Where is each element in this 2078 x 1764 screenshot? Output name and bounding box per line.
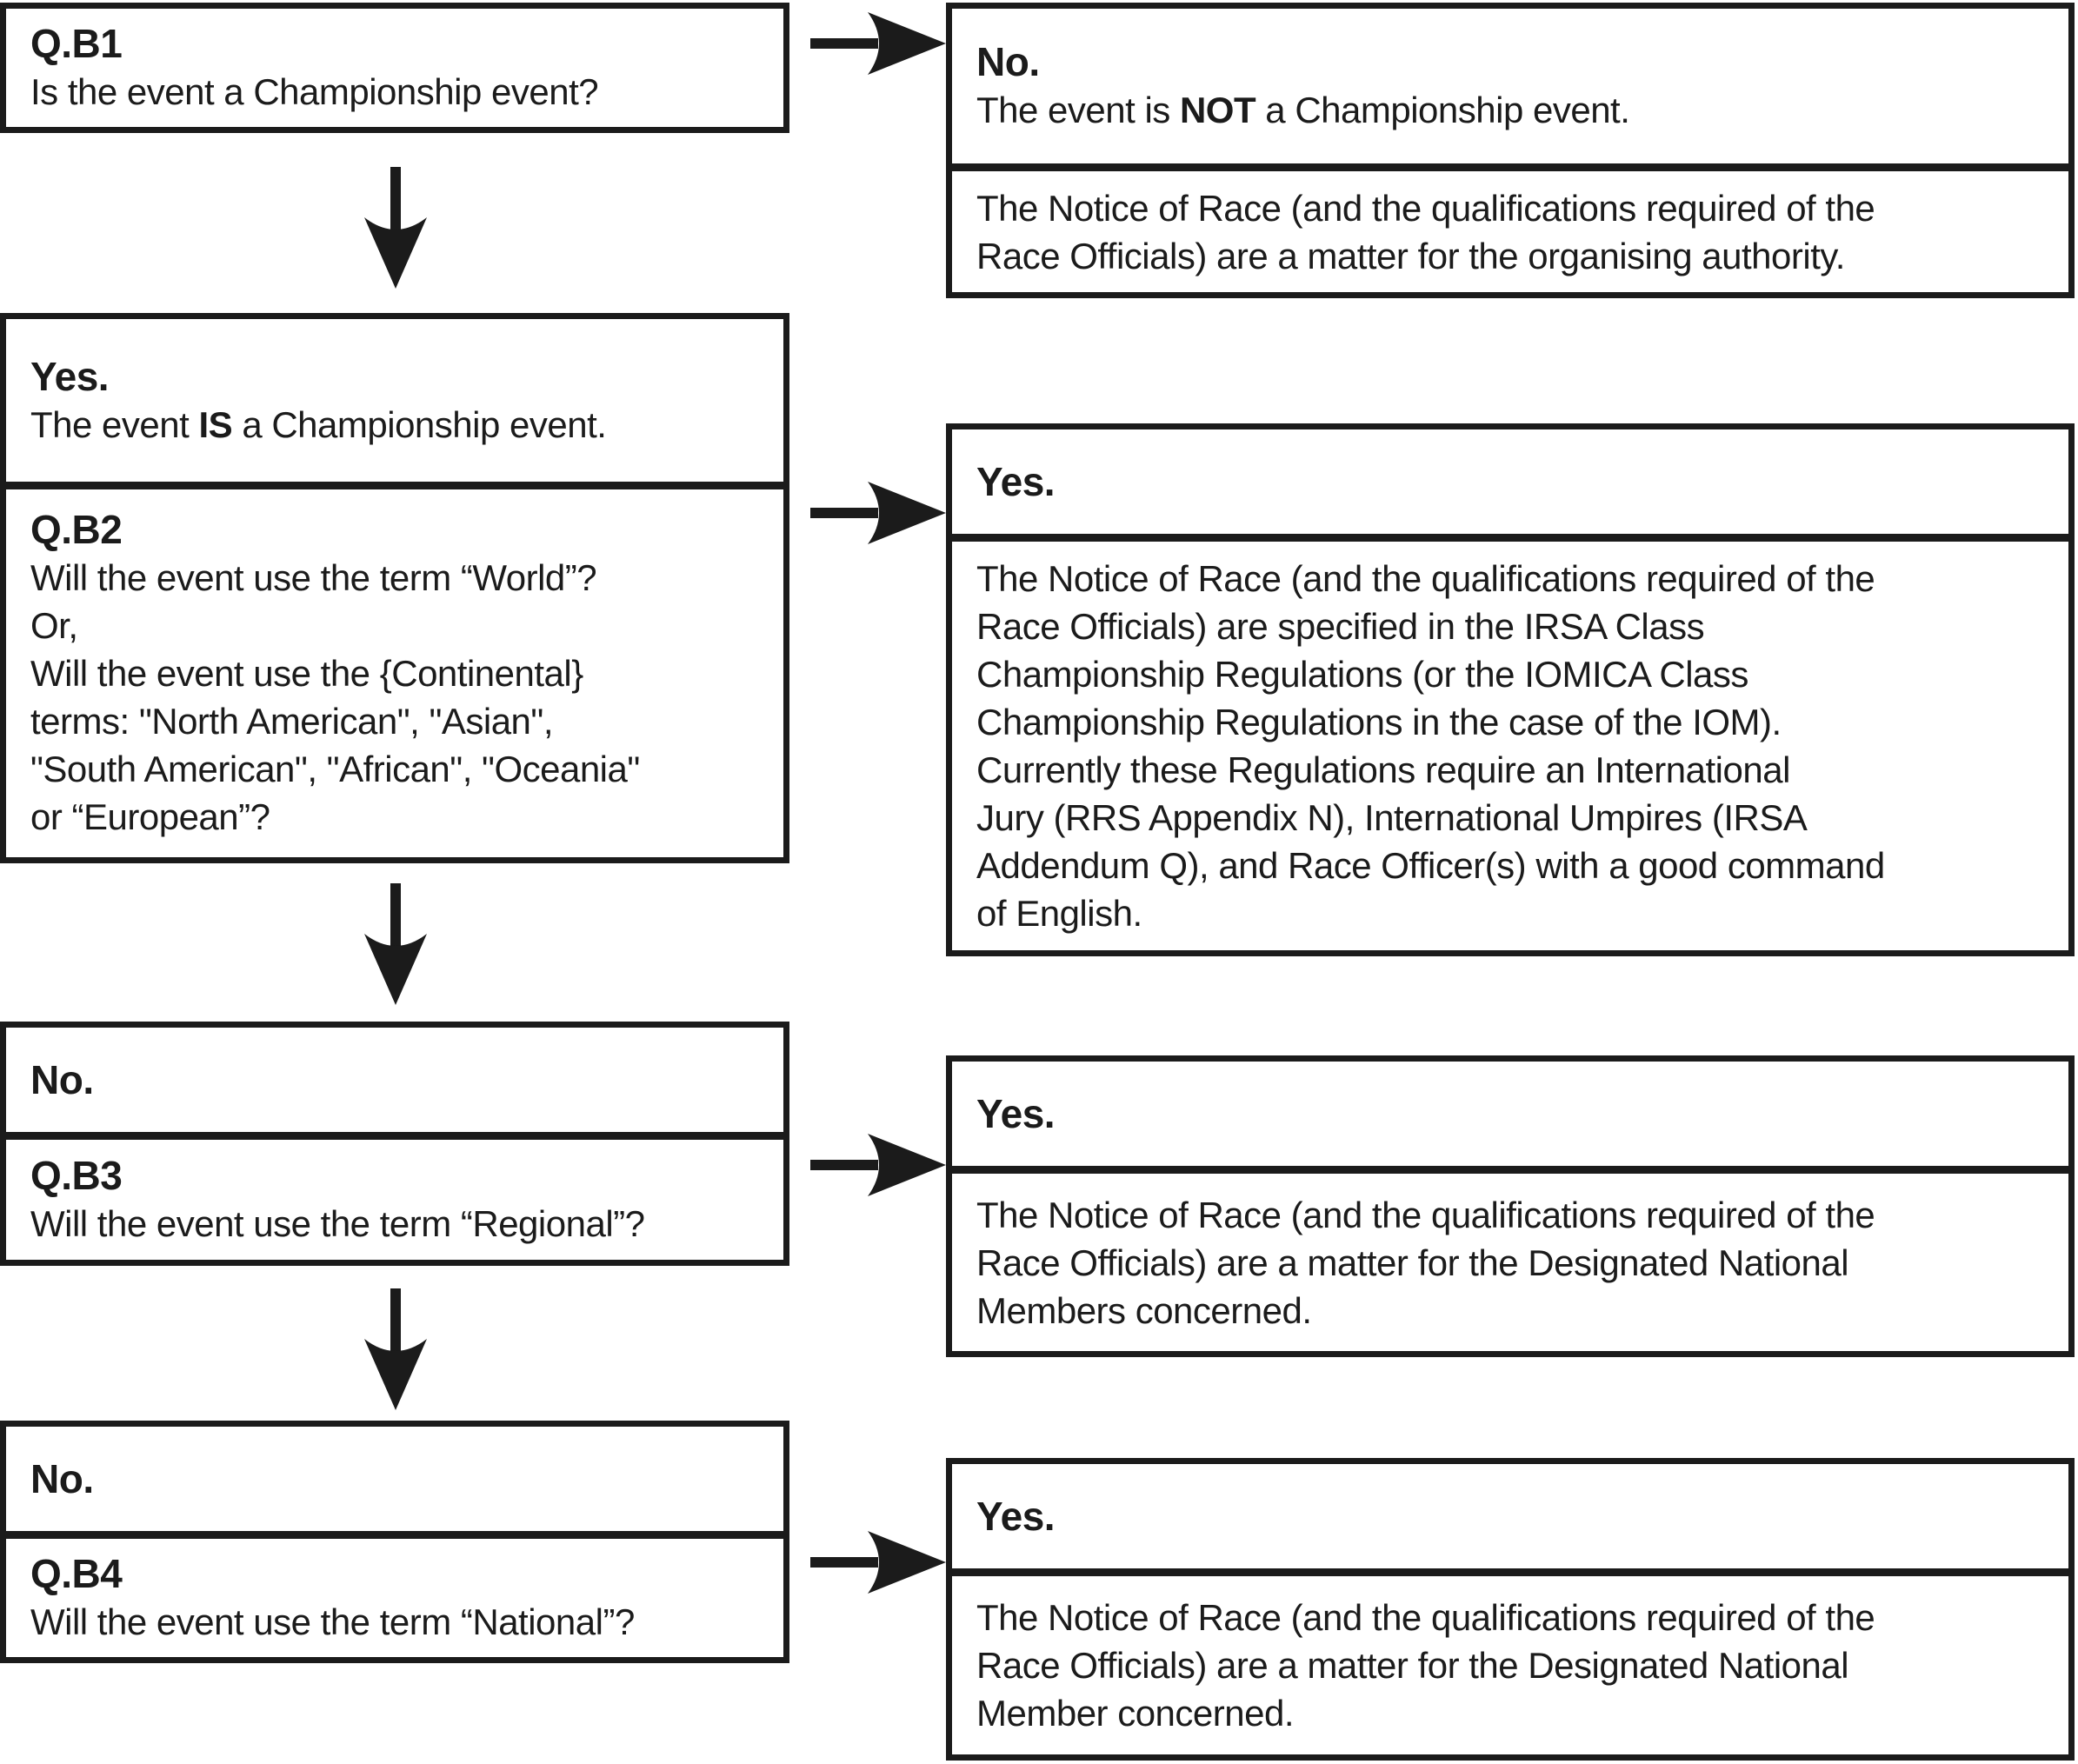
cell-national-members-note: The Notice of Race (and the qualificatio… xyxy=(952,1166,2068,1351)
box-outcome-national-members: Yes. The Notice of Race (and the qualifi… xyxy=(946,1055,2075,1357)
arrow-down-icon xyxy=(364,883,427,1005)
organising-authority-note: The Notice of Race (and the qualificatio… xyxy=(976,187,1875,276)
qb2-heading: Q.B2 xyxy=(30,507,123,552)
box-outcome-not-championship: No. The event is NOT a Championship even… xyxy=(946,3,2075,298)
national-member-note: The Notice of Race (and the qualificatio… xyxy=(976,1597,1875,1734)
qb1-question: Is the event a Championship event? xyxy=(30,71,599,112)
national-members-note: The Notice of Race (and the qualificatio… xyxy=(976,1194,1875,1331)
box-qb3: No. Q.B3 Will the event use the term “Re… xyxy=(0,1022,789,1266)
yes-heading: Yes. xyxy=(976,1090,1056,1136)
box-qb1: Q.B1 Is the event a Championship event? xyxy=(0,3,789,133)
qb2-question: Will the event use the term “World”? Or,… xyxy=(30,557,640,837)
cell-yes-is-championship: Yes. The event IS a Championship event. xyxy=(6,319,783,482)
no-heading: No. xyxy=(976,39,1040,84)
cell-no-label: No. xyxy=(6,1028,783,1132)
qb4-heading: Q.B4 xyxy=(30,1551,123,1596)
cell-no-statement: No. The event is NOT a Championship even… xyxy=(952,9,2068,163)
qb3-question: Will the event use the term “Regional”? xyxy=(30,1203,645,1244)
cell-qb2-question: Q.B2 Will the event use the term “World”… xyxy=(6,482,783,857)
box-outcome-national-member: Yes. The Notice of Race (and the qualifi… xyxy=(946,1458,2075,1761)
box-outcome-irsa-regulations: Yes. The Notice of Race (and the qualifi… xyxy=(946,423,2075,956)
arrow-right-icon xyxy=(810,1134,946,1196)
no-statement: The event is NOT a Championship event. xyxy=(976,90,1630,130)
qb1-heading: Q.B1 xyxy=(30,21,123,66)
cell-qb1: Q.B1 Is the event a Championship event? xyxy=(6,9,783,127)
cell-yes-label: Yes. xyxy=(952,1464,2068,1568)
yes-heading: Yes. xyxy=(976,458,1056,504)
irsa-regulations-note: The Notice of Race (and the qualificatio… xyxy=(976,558,1885,934)
no-heading: No. xyxy=(30,1455,94,1501)
cell-irsa-regulations-note: The Notice of Race (and the qualificatio… xyxy=(952,534,2068,950)
yes-statement: The event IS a Championship event. xyxy=(30,403,607,445)
box-qb2: Yes. The event IS a Championship event. … xyxy=(0,313,789,863)
cell-yes-label: Yes. xyxy=(952,1062,2068,1166)
cell-qb4-question: Q.B4 Will the event use the term “Nation… xyxy=(6,1531,783,1657)
cell-qb3-question: Q.B3 Will the event use the term “Region… xyxy=(6,1132,783,1260)
box-qb4: No. Q.B4 Will the event use the term “Na… xyxy=(0,1421,789,1663)
cell-national-member-note: The Notice of Race (and the qualificatio… xyxy=(952,1568,2068,1754)
no-heading: No. xyxy=(30,1056,94,1102)
qb3-heading: Q.B3 xyxy=(30,1153,123,1198)
arrow-down-icon xyxy=(364,167,427,289)
qb4-question: Will the event use the term “National”? xyxy=(30,1601,635,1642)
arrow-right-icon xyxy=(810,482,946,544)
arrow-down-icon xyxy=(364,1288,427,1410)
yes-heading: Yes. xyxy=(30,353,110,399)
cell-organising-authority-note: The Notice of Race (and the qualificatio… xyxy=(952,163,2068,292)
arrow-right-icon xyxy=(810,12,946,75)
yes-heading: Yes. xyxy=(976,1493,1056,1539)
cell-yes-label: Yes. xyxy=(952,429,2068,534)
cell-no-label: No. xyxy=(6,1427,783,1531)
arrow-right-icon xyxy=(810,1531,946,1594)
